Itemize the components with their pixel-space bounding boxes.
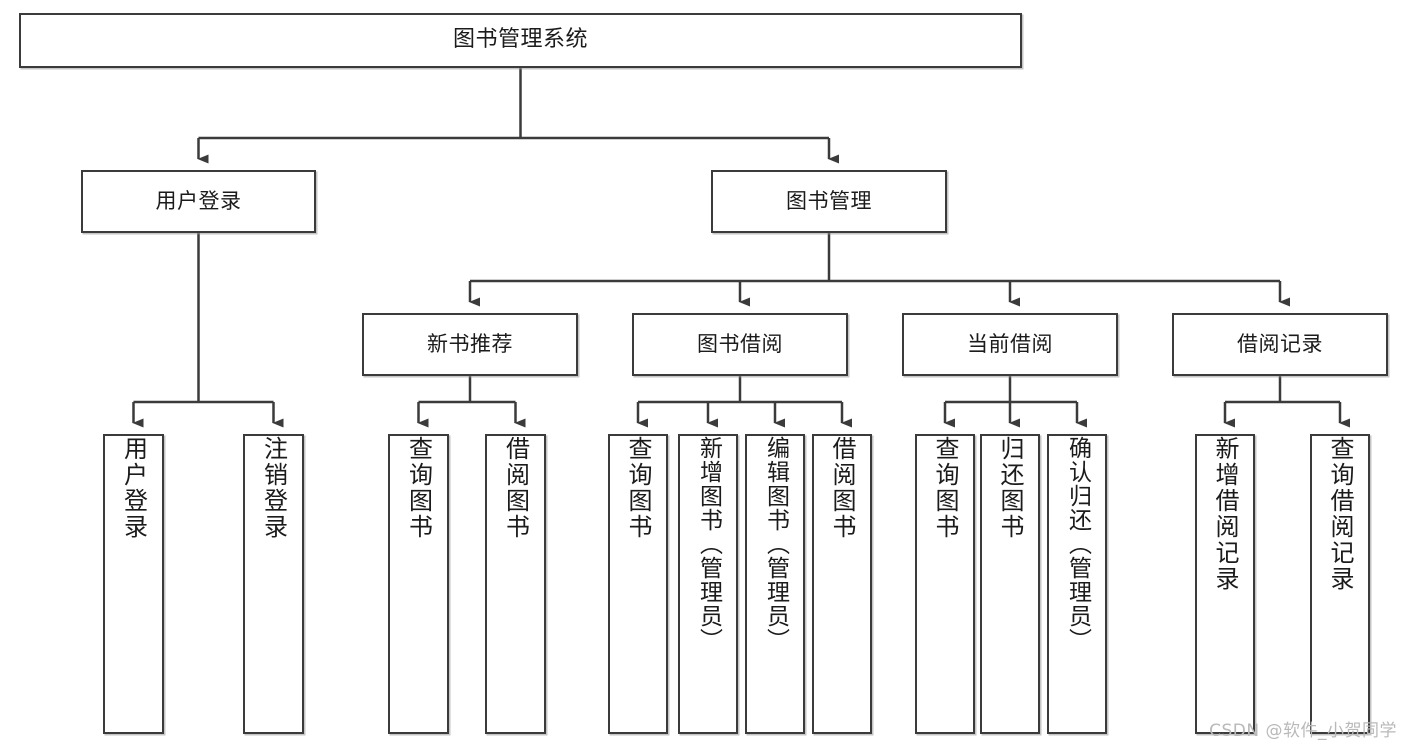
node-leaf13[interactable]: 查询借阅记录 <box>1310 434 1370 734</box>
node-leaf3[interactable]: 查询图书 <box>388 434 449 734</box>
node-leaf2[interactable]: 注销登录 <box>243 434 304 734</box>
node-label: 借阅图书 <box>501 436 530 540</box>
node-label: 用户登录 <box>119 436 148 540</box>
node-login[interactable]: 用户登录 <box>81 170 316 233</box>
node-records[interactable]: 借阅记录 <box>1172 313 1388 376</box>
node-leaf6[interactable]: 新增图书（管理员） <box>678 434 738 734</box>
node-label: 确认归还（管理员） <box>1064 436 1091 652</box>
node-leaf10[interactable]: 归还图书 <box>980 434 1040 734</box>
node-label: 新书推荐 <box>427 331 513 356</box>
node-label: 当前借阅 <box>967 331 1053 356</box>
node-label: 图书借阅 <box>697 331 783 356</box>
node-label: 查询图书 <box>931 436 959 540</box>
node-leaf8[interactable]: 借阅图书 <box>812 434 872 734</box>
node-label: 查询图书 <box>404 436 433 540</box>
node-newbook[interactable]: 新书推荐 <box>362 313 578 376</box>
node-label: 用户登录 <box>155 188 242 213</box>
node-leaf4[interactable]: 借阅图书 <box>485 434 546 734</box>
node-label: 查询借阅记录 <box>1326 436 1354 592</box>
node-leaf7[interactable]: 编辑图书（管理员） <box>745 434 805 734</box>
node-label: 借阅图书 <box>828 436 856 540</box>
watermark: CSDN @软件_小贺同学 <box>1209 721 1397 741</box>
node-label: 新增借阅记录 <box>1211 436 1239 592</box>
node-label: 查询图书 <box>624 436 652 540</box>
node-bookmgmt[interactable]: 图书管理 <box>711 170 947 233</box>
node-label: 归还图书 <box>996 436 1024 540</box>
node-leaf1[interactable]: 用户登录 <box>103 434 164 734</box>
node-label: 编辑图书（管理员） <box>762 436 789 652</box>
node-label: 新增图书（管理员） <box>695 436 722 652</box>
node-label: 注销登录 <box>259 436 288 540</box>
node-leaf9[interactable]: 查询图书 <box>915 434 975 734</box>
node-label: 图书管理 <box>786 188 872 213</box>
node-leaf12[interactable]: 新增借阅记录 <box>1195 434 1255 734</box>
node-root[interactable]: 图书管理系统 <box>19 13 1022 68</box>
node-leaf5[interactable]: 查询图书 <box>608 434 668 734</box>
node-borrow[interactable]: 图书借阅 <box>632 313 848 376</box>
node-current[interactable]: 当前借阅 <box>902 313 1118 376</box>
node-label: 借阅记录 <box>1237 331 1323 356</box>
node-label: 图书管理系统 <box>452 27 588 53</box>
node-leaf11[interactable]: 确认归还（管理员） <box>1047 434 1107 734</box>
